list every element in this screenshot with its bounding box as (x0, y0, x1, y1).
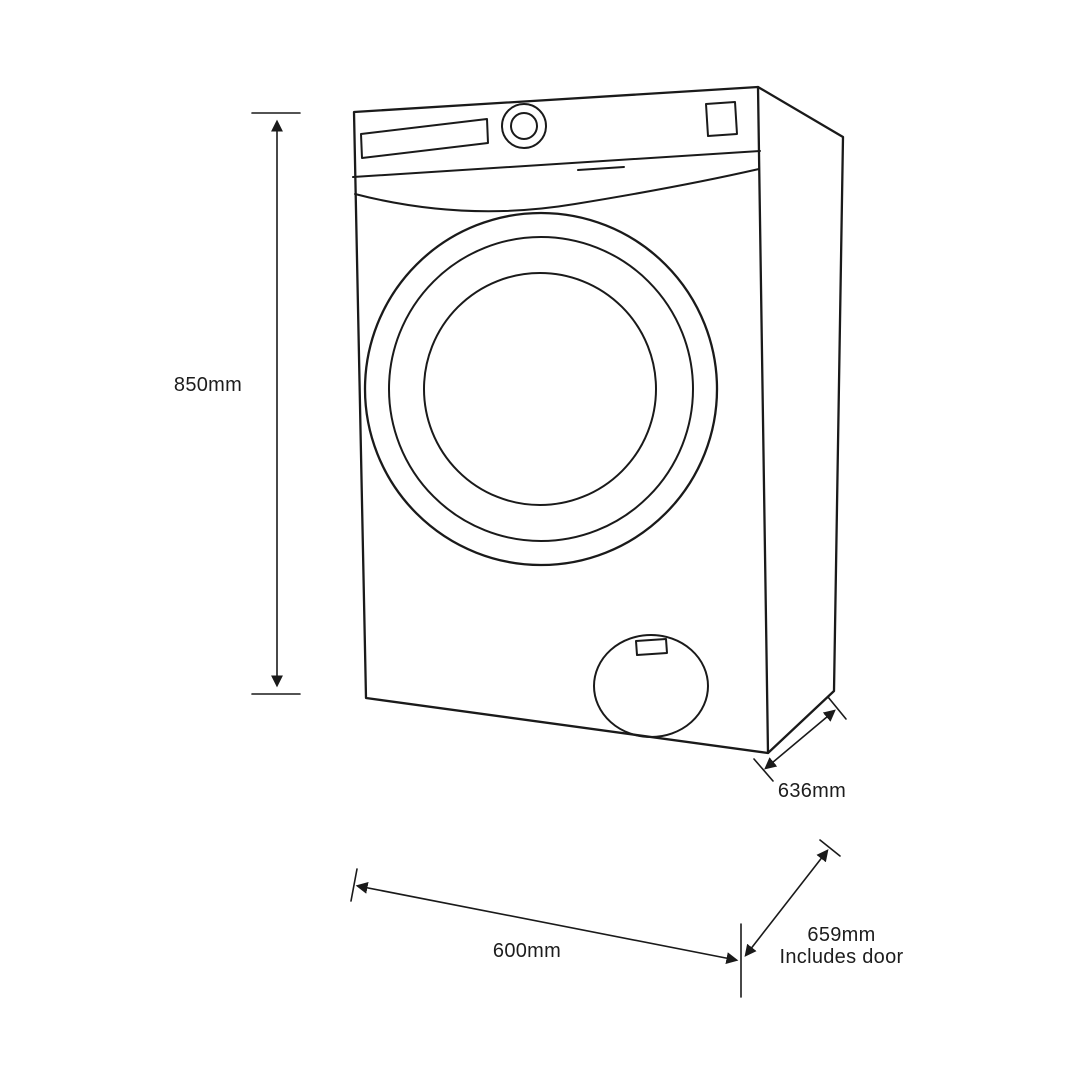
detergent-drawer (360, 118, 489, 159)
control-panel (352, 101, 761, 213)
door-depth-dimension (744, 839, 841, 957)
depth-dimension-label: 636mm (777, 780, 847, 802)
program-dial (501, 103, 547, 149)
door-depth-value: 659mm (807, 924, 876, 946)
program-dial-inner (510, 112, 538, 140)
depth-tick-back (827, 696, 847, 720)
door-depth-dimension-label: 659mm Includes door (764, 924, 919, 968)
display-panel (705, 101, 738, 137)
drain-filter-circle (593, 634, 709, 738)
door-depth-arrow (744, 849, 829, 957)
width-dimension-label: 600mm (492, 940, 562, 962)
door-middle-ring (388, 236, 694, 542)
door-depth-note: Includes door (779, 946, 904, 968)
control-panel-bottom-edge (352, 150, 761, 178)
washer-cabinet-outline (352, 85, 845, 755)
depth-tick-front (753, 758, 774, 782)
width-dimension (350, 868, 742, 998)
width-tick-left (350, 868, 358, 902)
door-depth-tick-top (819, 839, 841, 857)
height-dimension (251, 112, 301, 695)
door-assembly (363, 211, 719, 567)
height-dimension-label: 850mm (173, 374, 243, 396)
width-arrow (355, 881, 739, 965)
door-outer-ring (363, 211, 719, 567)
depth-arrow (764, 709, 836, 770)
brand-mark-line (577, 166, 625, 171)
top-seam-curve (354, 168, 760, 213)
door-glass (423, 272, 657, 506)
drain-filter (593, 634, 709, 738)
depth-dimension (753, 696, 847, 782)
drain-filter-handle (635, 638, 668, 656)
